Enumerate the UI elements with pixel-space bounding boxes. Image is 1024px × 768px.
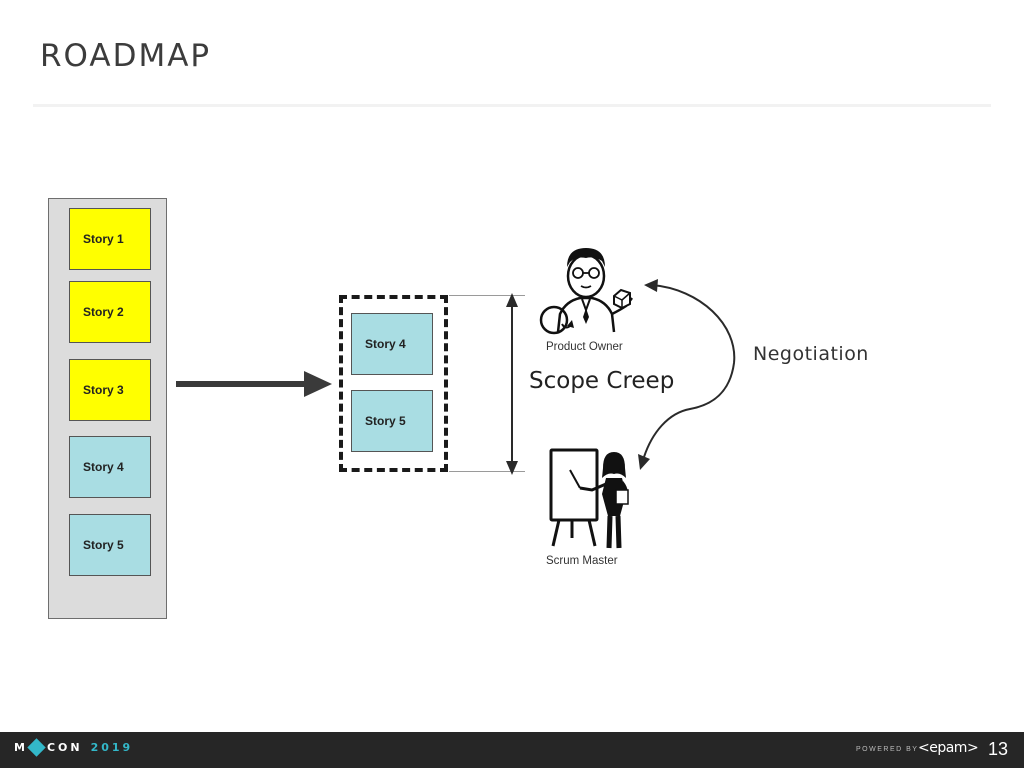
partner-logo: <epam>: [918, 740, 979, 756]
backlog-story-card: Story 3: [69, 359, 151, 421]
conference-logo: M CON 2019: [14, 738, 134, 757]
product-owner-label: Product Owner: [546, 341, 623, 353]
page-number: 13: [988, 739, 1009, 759]
brand-letter-m: M: [14, 741, 28, 754]
diamond-logo-icon: [27, 738, 46, 757]
scope-guide-bottom: [449, 471, 525, 472]
sprint-story-card: Story 4: [351, 313, 433, 375]
slide-title: ROADMAP: [40, 38, 212, 74]
footer-bar: M CON 2019 POWERED BY <epam> 13: [0, 732, 1024, 768]
negotiation-arrow-icon: [638, 279, 736, 470]
sprint-story-card: Story 5: [351, 390, 433, 452]
negotiation-label: Negotiation: [753, 343, 869, 365]
product-owner-icon: [539, 248, 633, 335]
backlog-story-card: Story 2: [69, 281, 151, 343]
conference-year: 2019: [90, 741, 134, 754]
backlog-story-card: Story 1: [69, 208, 151, 270]
backlog-story-card: Story 5: [69, 514, 151, 576]
scope-creep-label: Scope Creep: [529, 368, 675, 394]
powered-by-label: POWERED BY: [856, 746, 919, 753]
backlog-story-card: Story 4: [69, 436, 151, 498]
title-divider: [33, 104, 991, 107]
double-arrow-icon: [506, 293, 518, 475]
brand-letters: CON: [46, 741, 83, 754]
scrum-master-icon: [549, 448, 629, 549]
scope-guide-top: [449, 295, 525, 296]
scrum-master-label: Scrum Master: [546, 555, 618, 567]
move-arrow-icon: [176, 371, 332, 397]
backlog-column: Story 1 Story 2 Story 3 Story 4 Story 5: [48, 198, 167, 619]
sprint-box: Story 4 Story 5: [339, 295, 448, 472]
